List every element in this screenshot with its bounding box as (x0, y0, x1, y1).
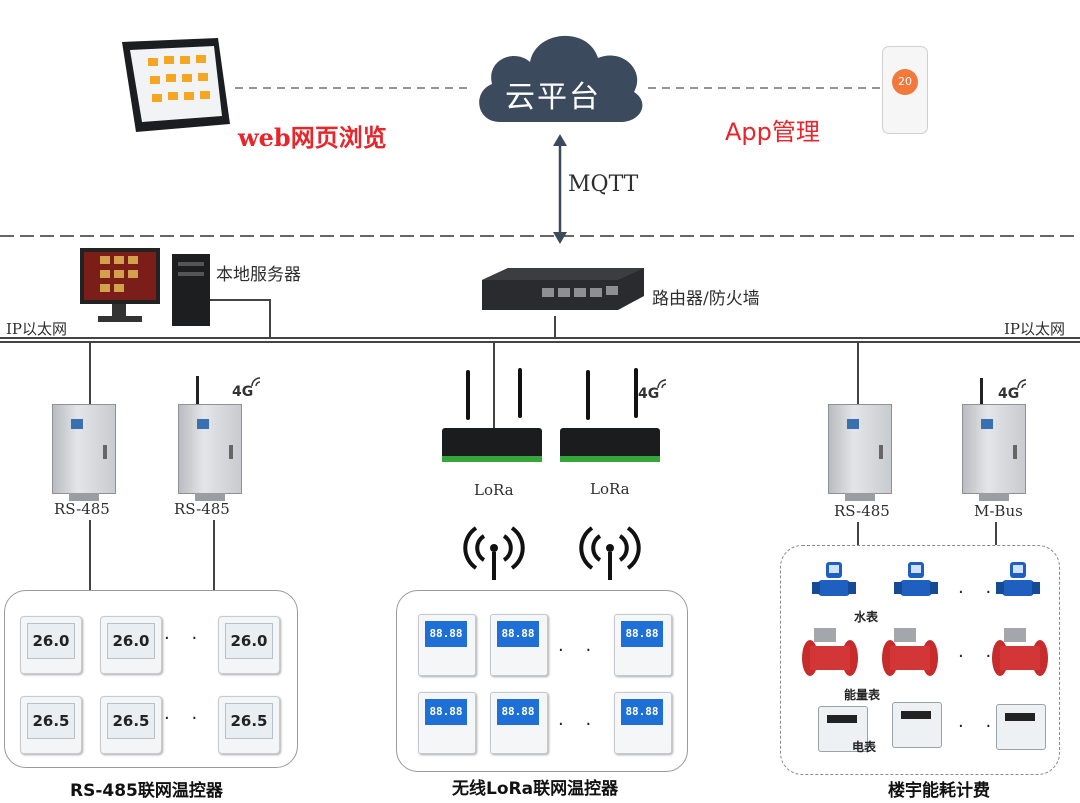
cloud-label: 云平台 (505, 80, 601, 115)
mqtt-label: MQTT (568, 172, 639, 197)
mbus-cabinet (962, 404, 1026, 501)
water-meter-label: 水表 (854, 610, 879, 624)
phone-icon: 20 (882, 46, 928, 134)
router-icon (482, 268, 644, 310)
ellipsis: · · · (558, 640, 627, 661)
app-label: App管理 (725, 118, 820, 146)
energy-meter-label: 能量表 (844, 688, 881, 702)
lora-label-1: LoRa (474, 481, 514, 499)
rs485-thermostat: 26.0 (218, 616, 280, 674)
rs485-group-title: RS-485联网温控器 (70, 781, 223, 801)
cloud-icon (479, 35, 643, 122)
rs485-cabinet-2 (178, 404, 242, 501)
signal-icon-1 (251, 377, 261, 387)
lora-antenna-1a (466, 370, 470, 420)
g4-label-1: 4G (232, 384, 254, 400)
energy-group-title: 楼宇能耗计费 (888, 781, 990, 801)
rs485-thermostat: 26.5 (218, 696, 280, 754)
server-label: 本地服务器 (216, 265, 301, 285)
ellipsis: · · · (558, 714, 627, 735)
web-label: web网页浏览 (238, 123, 387, 152)
lora-antenna-2a (586, 370, 590, 420)
lora-thermostat: 88.88 (614, 692, 672, 754)
rs485-label-2: RS-485 (174, 500, 230, 518)
g4-label-3: 4G (998, 386, 1020, 402)
energy-meter-icon (992, 628, 1048, 676)
electric-meter-icon (996, 704, 1046, 750)
ellipsis: · · · (164, 708, 233, 729)
router-label: 路由器/防火墙 (652, 289, 760, 309)
rs485-label-1: RS-485 (54, 500, 110, 518)
lora-gateway-2 (560, 428, 660, 462)
server-link (210, 299, 271, 338)
rs485-thermostat: 26.0 (100, 616, 162, 674)
rs485-cabinet-3 (828, 404, 892, 501)
electric-meter-label: 电表 (852, 740, 877, 754)
g4-label-2: 4G (638, 386, 660, 402)
energy-meter-icon (802, 628, 858, 676)
signal-icon-2 (657, 379, 667, 389)
mqtt-arrow-down (553, 232, 567, 244)
wireless-icon-2 (579, 526, 641, 580)
mqtt-arrow-up (553, 134, 567, 146)
ethernet-right-label: IP以太网 (1004, 320, 1066, 338)
signal-icon-3 (1017, 379, 1027, 389)
water-meter-icon (894, 562, 938, 596)
lora-gateway-1 (442, 428, 542, 462)
mbus-label: M-Bus (974, 502, 1023, 520)
rs485-thermostat: 26.0 (20, 616, 82, 674)
ethernet-left-label: IP以太网 (6, 320, 68, 338)
tablet-icon (122, 38, 230, 132)
server-icon (80, 248, 210, 326)
lora-thermostat: 88.88 (490, 692, 548, 754)
lora-label-2: LoRa (590, 480, 630, 498)
antenna-1 (196, 376, 199, 406)
lora-thermostat: 88.88 (614, 614, 672, 676)
energy-meter-icon (882, 628, 938, 676)
phone-dial: 20 (892, 69, 918, 95)
ellipsis: · · · (164, 628, 233, 649)
rs485-thermostat: 26.5 (20, 696, 82, 754)
rs485-thermostat: 26.5 (100, 696, 162, 754)
lora-antenna-2b (634, 368, 638, 418)
water-meter-icon (996, 562, 1040, 596)
lora-group-title: 无线LoRa联网温控器 (452, 779, 619, 799)
lora-thermostat: 88.88 (418, 692, 476, 754)
electric-meter-icon (818, 706, 868, 752)
water-meter-icon (812, 562, 856, 596)
antenna-3 (980, 378, 983, 406)
lora-thermostat: 88.88 (418, 614, 476, 676)
lora-antenna-1b (518, 368, 522, 418)
wireless-icon-1 (463, 526, 525, 580)
rs485-label-3: RS-485 (834, 502, 890, 520)
rs485-cabinet-1 (52, 404, 116, 501)
electric-meter-icon (892, 702, 942, 748)
lora-thermostat: 88.88 (490, 614, 548, 676)
